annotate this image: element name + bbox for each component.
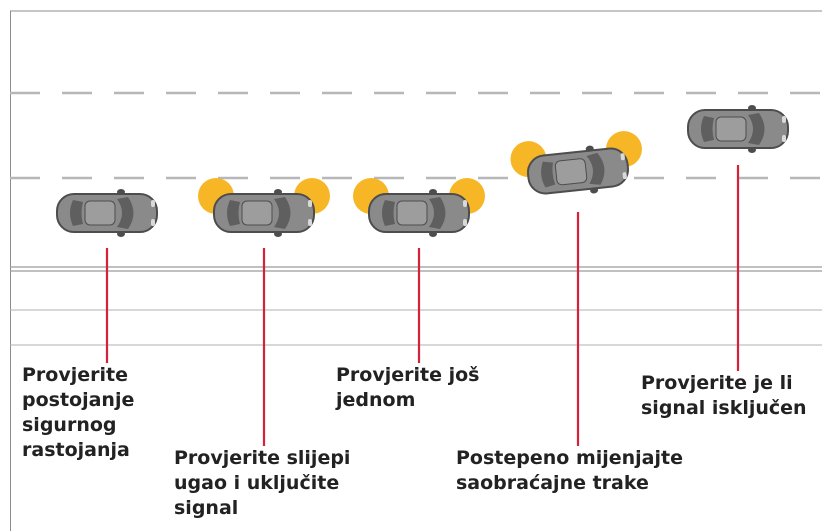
car-windshield: [586, 152, 605, 185]
car-headlight: [151, 219, 155, 226]
car: [510, 131, 642, 195]
car-mirror: [748, 105, 756, 111]
car-mirror: [117, 231, 125, 237]
car-roof: [396, 200, 428, 226]
car-roof: [84, 200, 116, 226]
car-mirror: [274, 231, 282, 237]
step-label-blind-spot: Provjerite slijepi ugao i uključite sign…: [174, 447, 351, 519]
car-mirror: [117, 189, 125, 195]
car-roof: [241, 200, 273, 226]
car-rear-window: [541, 161, 556, 188]
car-headlight: [782, 135, 786, 142]
step-label-check-again: Provjerite još jednom: [336, 364, 480, 411]
car-headlight: [622, 172, 627, 180]
car-roof: [554, 158, 588, 186]
car-mirror: [748, 147, 756, 153]
step-label-signal-off: Provjerite je li signal isključen: [641, 372, 807, 419]
car-mirror: [590, 187, 599, 194]
car-headlight: [463, 219, 467, 226]
car-mirror: [585, 145, 594, 152]
step-label-safe-distance: Provjerite postojanje sigurnog rastojanj…: [22, 364, 135, 461]
car-rear-window: [382, 200, 395, 226]
car-rear-window: [70, 200, 83, 226]
car-headlight: [308, 219, 312, 226]
car: [198, 178, 330, 237]
car-mirror: [429, 231, 437, 237]
car-headlight: [151, 200, 155, 207]
car: [687, 105, 789, 153]
car-rear-window: [701, 116, 714, 142]
car-headlight: [308, 200, 312, 207]
car-rear-window: [227, 200, 240, 226]
cars-layer: [56, 105, 789, 237]
car-mirror: [274, 189, 282, 195]
car-windshield: [274, 197, 291, 229]
car-headlight: [463, 200, 467, 207]
car-windshield: [429, 197, 446, 229]
car: [353, 178, 485, 237]
car-windshield: [748, 113, 765, 145]
car-windshield: [117, 197, 134, 229]
car: [56, 189, 158, 237]
step-label-change-lanes: Postepeno mijenjajte saobraćajne trake: [456, 447, 683, 494]
car-headlight: [782, 116, 786, 123]
car-headlight: [620, 153, 625, 161]
marker-lines: [105, 165, 740, 446]
car-roof: [715, 116, 747, 142]
car-mirror: [429, 189, 437, 195]
